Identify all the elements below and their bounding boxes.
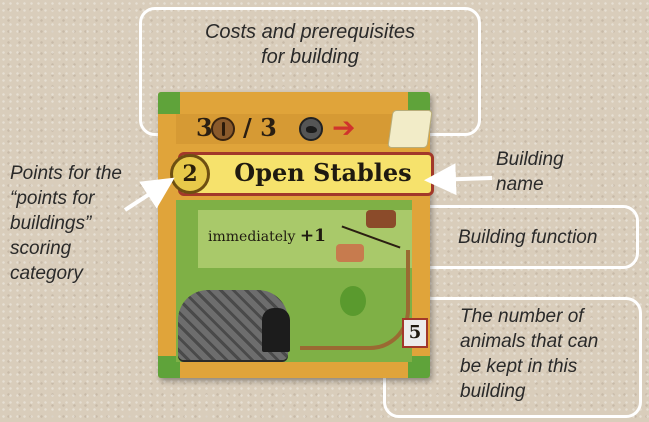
capacity-label-line-4: building [460, 381, 526, 402]
name-label-line-2: name [496, 174, 544, 195]
building-name: Open Stables [234, 158, 412, 187]
costs-label-line-2: for building [261, 46, 359, 68]
points-label: Points for the “points for buildings” sc… [10, 161, 122, 286]
capacity-label-line-1: The number of [460, 306, 584, 327]
points-label-line-2: “points for [10, 188, 95, 209]
points-label-line-4: scoring [10, 238, 72, 259]
name-pointer-arrow [424, 163, 493, 196]
function-text: immediately +1 [208, 226, 326, 246]
fence-illustration [300, 250, 410, 350]
arrow-right-icon: ➔ [332, 111, 356, 144]
points-coin: 2 [170, 154, 210, 194]
function-label: Building function [458, 225, 597, 250]
points-label-line-3: buildings” [10, 213, 92, 234]
function-word: immediately [208, 229, 296, 245]
cow-icon [366, 210, 396, 228]
name-label-line-1: Building [496, 149, 564, 170]
capacity-label: The number of animals that can be kept i… [460, 304, 598, 404]
card-corner-bottom-left [158, 356, 180, 378]
points-label-line-5: category [10, 263, 83, 284]
card-corner-top-right [408, 92, 430, 114]
wood-cost-value: 3 [196, 113, 213, 142]
function-amount: +1 [299, 226, 326, 246]
costs-label-line-1: Costs and prerequisites [204, 21, 416, 43]
stable-door [262, 308, 290, 352]
stone-resource-icon [299, 117, 323, 141]
function-label-line-1: Building function [458, 227, 598, 248]
capacity-label-line-2: animals that can [460, 331, 599, 352]
points-pointer-arrow [123, 177, 175, 212]
wood-resource-icon [211, 117, 235, 141]
bush-illustration [340, 286, 366, 316]
name-label: Building name [496, 147, 564, 197]
capacity-label-line-3: be kept in this [460, 356, 578, 377]
horse-icon [336, 244, 364, 262]
capacity-badge: 5 [402, 318, 428, 348]
stone-cost-value: / 3 [243, 113, 277, 142]
name-banner [178, 152, 434, 196]
costs-label: Costs and prerequisites for building [139, 20, 481, 70]
card-corner-top-left [158, 92, 180, 114]
points-label-line-1: Points for the [10, 163, 122, 184]
card-corner-bottom-right [408, 356, 430, 378]
